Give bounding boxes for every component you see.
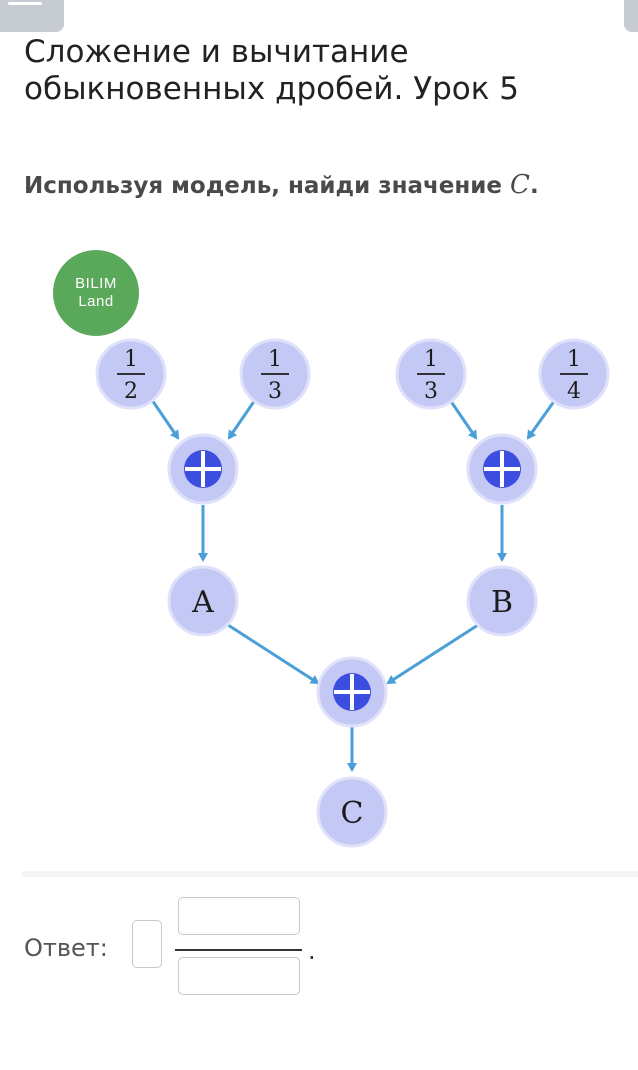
arrow-f4-to-op2 (526, 399, 557, 440)
lesson-title-line2: обыкновенных дробей. Урок 5 (24, 71, 520, 107)
fraction-1-numerator: 1 (124, 347, 138, 372)
result-label-c: C (341, 796, 364, 831)
menu-button[interactable] (0, 0, 64, 32)
fraction-2-denominator: 3 (268, 379, 282, 404)
fraction-4-denominator: 4 (567, 379, 581, 404)
fraction-bar (175, 949, 302, 951)
arrow-f3-to-op2 (448, 399, 478, 440)
fraction-2-numerator: 1 (268, 347, 282, 372)
task-statement: Используя модель, найди значение C. (24, 170, 634, 200)
fraction-node: 1 4 (538, 338, 610, 410)
result-label-b: B (491, 585, 513, 620)
fraction-3-denominator: 3 (424, 379, 438, 404)
fraction-4-numerator: 1 (567, 347, 581, 372)
plus-operator-node (316, 656, 388, 728)
fraction-node: 1 2 (95, 338, 167, 410)
plus-operator-node (466, 433, 538, 505)
denominator-input[interactable] (178, 957, 300, 995)
fraction-1-denominator: 2 (124, 379, 138, 404)
arrow-f1-to-op1 (150, 399, 180, 440)
fraction-node: 1 3 (239, 338, 311, 410)
result-node-a: A (167, 565, 239, 637)
result-node-c: C (316, 776, 388, 848)
answer-label: Ответ: (24, 934, 108, 962)
arrow-f2-to-op1 (227, 399, 257, 440)
lesson-title-line1: Сложение и вычитание (24, 34, 409, 70)
task-text: Используя модель, найди значение (24, 173, 503, 199)
lesson-title: Сложение и вычитание обыкновенных дробей… (24, 34, 614, 108)
numerator-input[interactable] (178, 897, 300, 935)
whole-part-input[interactable] (132, 920, 162, 968)
fraction-3-numerator: 1 (424, 347, 438, 372)
arrow-a-to-op3 (227, 623, 320, 685)
plus-operator-node (167, 433, 239, 505)
bilimland-logo: BILIM Land (53, 250, 139, 336)
result-label-a: A (191, 585, 214, 620)
logo-line1: BILIM (75, 275, 117, 292)
answer-period: . (308, 937, 316, 965)
section-divider (22, 871, 638, 877)
addition-tree-diagram: 1 2 1 3 1 3 1 4 A (95, 338, 610, 848)
fraction-node: 1 3 (395, 338, 467, 410)
top-right-button[interactable] (624, 0, 638, 32)
task-variable: C (510, 170, 530, 200)
arrow-b-to-op3 (386, 623, 479, 685)
menu-icon (8, 2, 42, 5)
result-node-b: B (466, 565, 538, 637)
logo-line2: Land (78, 293, 114, 310)
task-period: . (529, 173, 539, 199)
